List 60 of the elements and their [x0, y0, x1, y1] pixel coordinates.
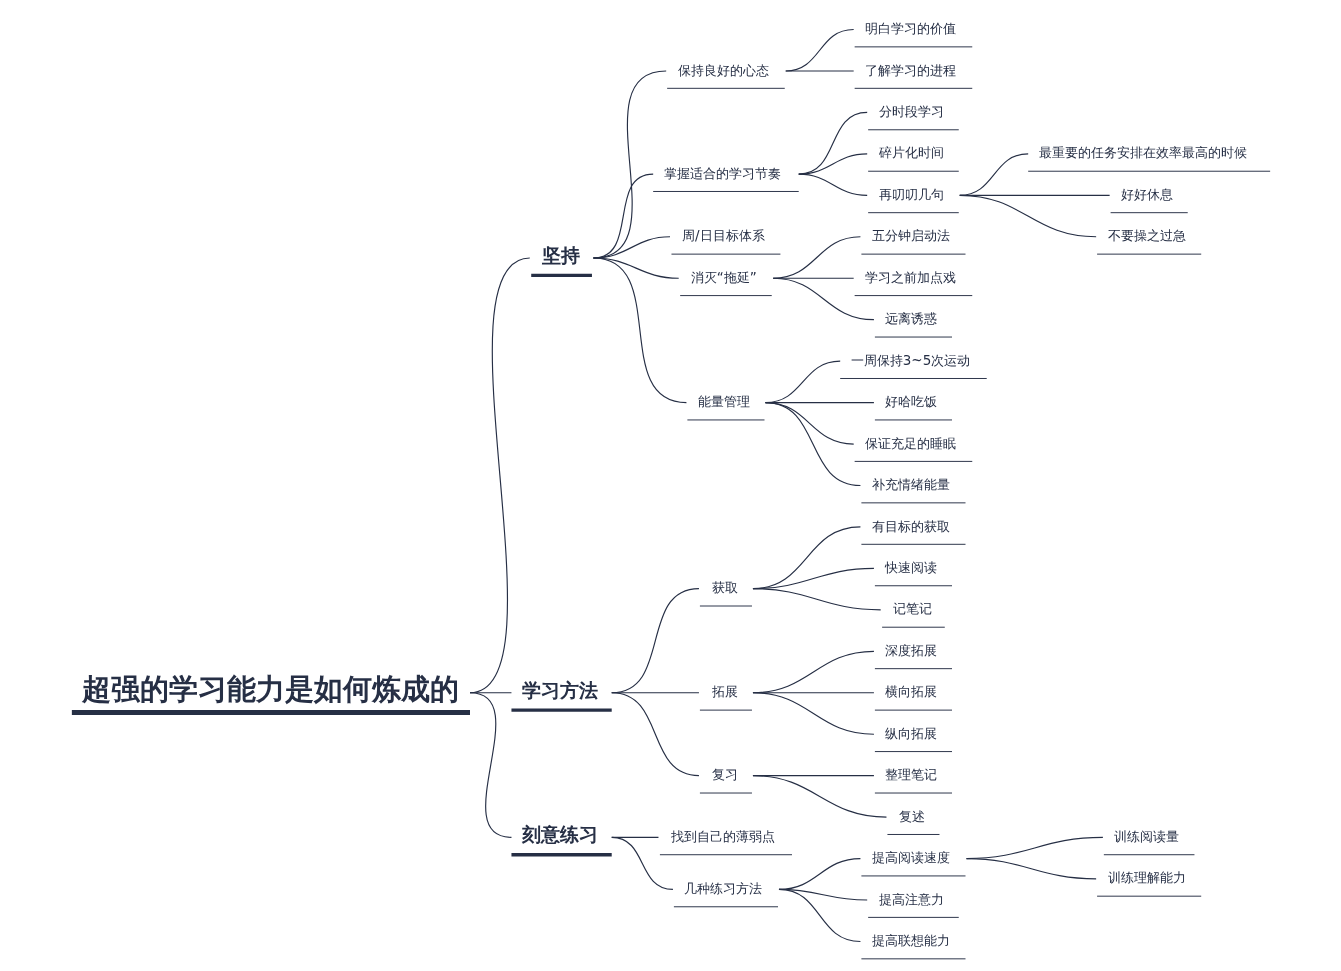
- node-text: 保持良好的心态: [677, 61, 769, 78]
- connector: [764, 402, 861, 487]
- node-text: 整理笔记: [885, 766, 937, 783]
- connector: [797, 173, 868, 196]
- connector: [784, 70, 854, 72]
- node-text: 消灭“拖延”: [690, 268, 757, 285]
- node-text: 学习之前加点戏: [864, 268, 956, 285]
- connector: [751, 692, 874, 735]
- node-text: 好哈吃饭: [885, 393, 937, 410]
- node-text: 找到自己的薄弱点: [670, 827, 775, 844]
- connector: [797, 111, 868, 175]
- node-text: 复述: [898, 807, 925, 824]
- connector: [468, 692, 512, 838]
- connector: [784, 28, 854, 72]
- node-text: 远离诱惑: [885, 310, 937, 327]
- node-text: 最重要的任务安排在效率最高的时候: [1038, 144, 1247, 161]
- connector: [751, 588, 881, 611]
- node-text: 好好休息: [1120, 185, 1173, 202]
- node-text: 坚持: [541, 243, 580, 267]
- node-text: 提高注意力: [878, 890, 944, 907]
- node-text: 拓展: [711, 683, 738, 700]
- node-text: 五分钟启动法: [871, 227, 950, 244]
- node-text: 一周保持3~5次运动: [850, 351, 970, 368]
- node-text: 再叨叨几句: [878, 185, 944, 202]
- connector: [797, 153, 868, 175]
- node-text: 学习方法: [521, 678, 598, 702]
- node-text: 获取: [711, 579, 738, 596]
- node-text: 提高联想能力: [871, 932, 950, 949]
- connector: [965, 858, 1097, 880]
- node-text: 记笔记: [892, 600, 932, 617]
- node-text: 分时段学习: [878, 102, 944, 119]
- node-text: 复习: [711, 766, 738, 783]
- node-text: 掌握适合的学习节奏: [663, 164, 781, 181]
- connector: [610, 692, 700, 777]
- connector: [772, 277, 874, 321]
- connector: [592, 257, 687, 404]
- node-text: 有目标的获取: [871, 517, 950, 534]
- node-text: 深度拓展: [885, 641, 937, 658]
- node-text: 了解学习的进程: [864, 61, 956, 78]
- node-text: 训练阅读量: [1113, 827, 1179, 844]
- node-text: 几种练习方法: [684, 879, 762, 896]
- node-text: 纵向拓展: [885, 724, 937, 741]
- node-text: 刻意练习: [521, 823, 598, 847]
- connector: [958, 194, 1097, 238]
- node-text: 补充情绪能量: [871, 476, 950, 493]
- node-text: 能量管理: [697, 393, 750, 410]
- node-text: 横向拓展: [885, 683, 937, 700]
- node-text: 周/日目标体系: [681, 227, 765, 244]
- node-text: 超强的学习能力是如何炼成的: [81, 672, 459, 707]
- connector: [772, 236, 861, 279]
- connector: [610, 836, 673, 890]
- node-text: 提高阅读速度: [871, 849, 950, 866]
- node-text: 训练理解能力: [1107, 869, 1186, 886]
- node-text: 碎片化时间: [878, 144, 944, 161]
- connector: [777, 888, 861, 943]
- connector: [751, 775, 887, 818]
- node-text: 保证充足的睡眠: [864, 434, 956, 451]
- node-text: 快速阅读: [885, 558, 937, 575]
- node-text: 明白学习的价值: [864, 20, 956, 37]
- node-text: 不要操之过急: [1107, 227, 1186, 244]
